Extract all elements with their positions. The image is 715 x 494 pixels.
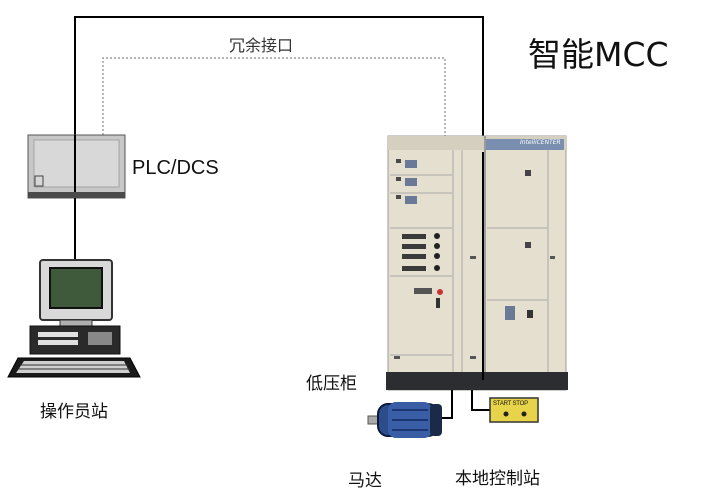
motor-line (442, 390, 453, 419)
cabinet-brand-label: IntelliCENTER (520, 139, 561, 146)
control-station-line (471, 390, 490, 411)
network-line (74, 16, 484, 152)
operator-station-label: 操作员站 (40, 402, 108, 422)
low-voltage-cabinet-label: 低压柜 (306, 374, 357, 394)
motor-label: 马达 (348, 471, 382, 491)
start-stop-label: START STOP (493, 401, 528, 407)
redundant-line (102, 57, 446, 140)
mcc-cabinet-icon (386, 135, 568, 391)
motor-icon (367, 402, 442, 438)
control-station-icon (489, 397, 539, 423)
plc-rack-icon (27, 134, 126, 199)
redundant-interface-label: 冗余接口 (229, 36, 294, 55)
workstation-icon (7, 259, 141, 378)
local-control-station-label: 本地控制站 (455, 469, 540, 489)
diagram-title: 智能MCC (528, 35, 669, 74)
plc-dcs-label: PLC/DCS (132, 157, 219, 179)
